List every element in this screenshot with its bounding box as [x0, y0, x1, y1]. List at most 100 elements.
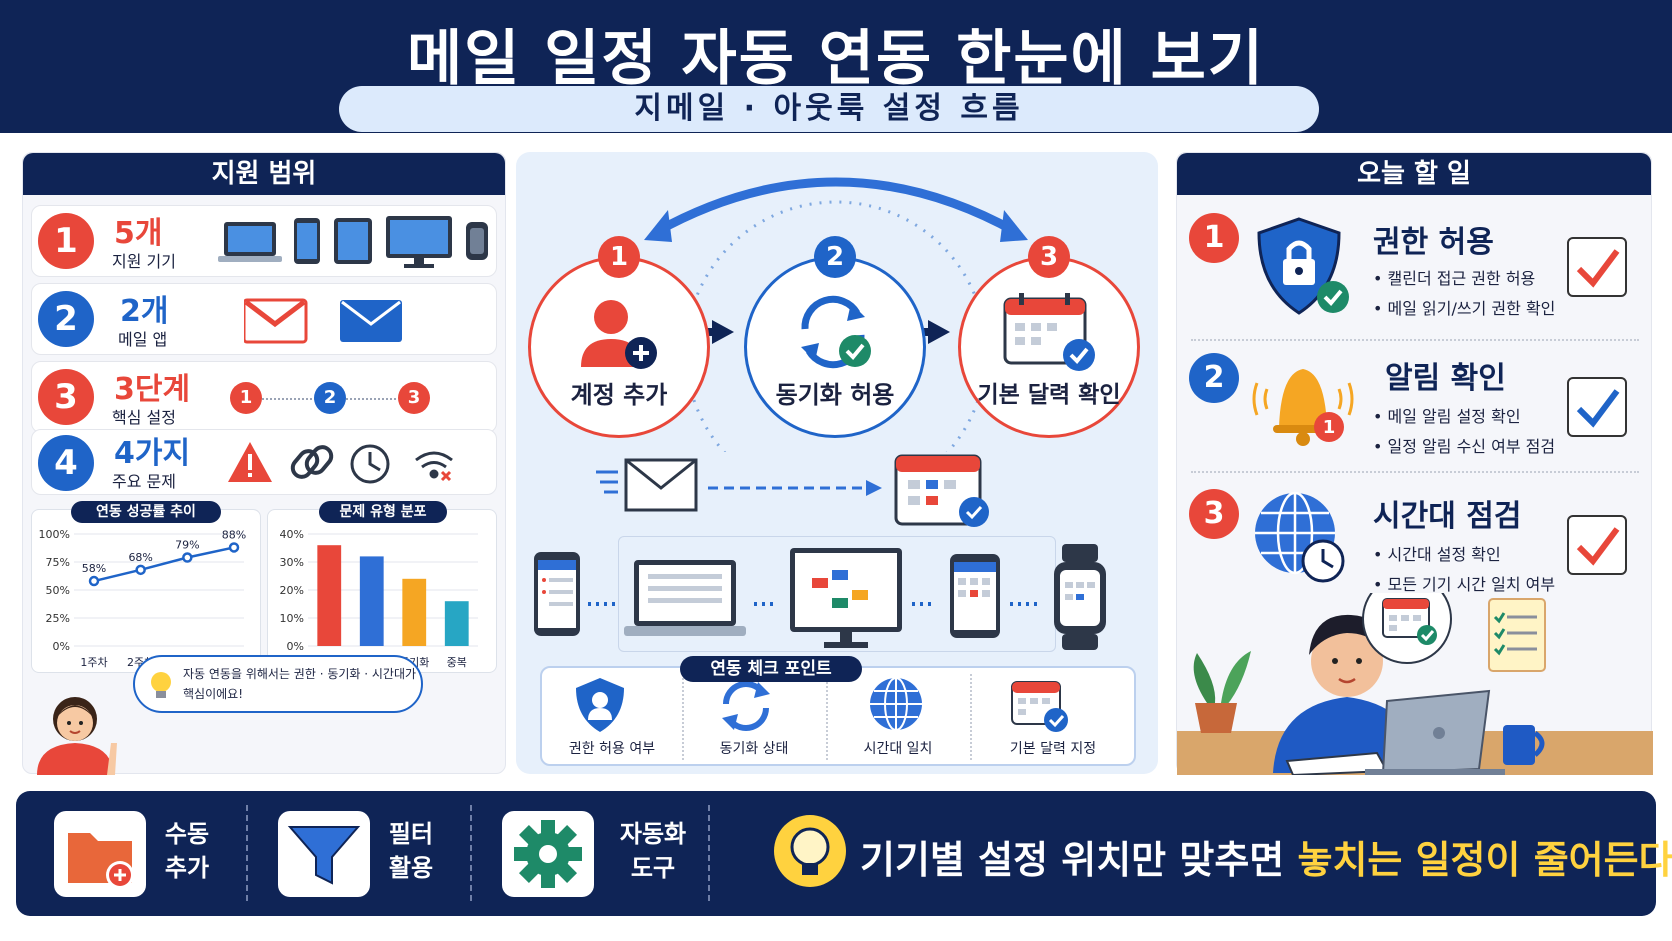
footer-separator: [470, 805, 472, 901]
scope-value: 2개: [120, 294, 169, 329]
calendar-bubble-icon: [1362, 593, 1452, 664]
folder-add-icon: [68, 833, 134, 889]
checkpoint-label: 권한 허용 여부: [568, 741, 656, 757]
page-title: 메일 일정 자동 연동 한눈에 보기: [406, 24, 1266, 94]
shield-user-icon: [576, 678, 624, 732]
task-bullet: • 모든 기기 시간 일치 여부: [1373, 575, 1556, 594]
step-number: 3: [1028, 236, 1070, 278]
flow-arrow-1: [702, 320, 734, 344]
scope-row-issues: 4 4가지 주요 문제: [31, 429, 497, 495]
scope-badge: 3: [38, 369, 94, 425]
scope-value: 5개: [114, 216, 163, 251]
checkmark-icon: [1576, 249, 1620, 288]
task-checkbox[interactable]: [1567, 515, 1627, 575]
mail-app-icons: [244, 298, 402, 344]
clock-icon: [350, 444, 390, 484]
todo-panel: 오늘 할 일 1 권한 허용 • 캘린더 접근 권한 허용 • 메일 읽기/쓰기…: [1176, 152, 1653, 775]
watch-icon: [466, 222, 488, 260]
task-checkbox[interactable]: [1567, 377, 1627, 437]
watch-icon: [1054, 544, 1106, 650]
checkpoint-box: 권한 허용 여부 동기화 상태 시간대 일치 기본 달력 지정: [540, 666, 1136, 766]
task-checkbox[interactable]: [1567, 237, 1627, 297]
footer-separator: [708, 805, 710, 901]
globe-clock-icon: [1255, 491, 1345, 583]
laptop-icon: [218, 222, 282, 262]
bar: [402, 578, 427, 646]
y-tick-label: 25%: [46, 612, 70, 625]
outlook-envelope-icon: [340, 300, 402, 342]
checkpoint-label: 기본 달력 지정: [1009, 741, 1097, 757]
data-label: 79%: [175, 539, 199, 552]
synced-devices: [534, 544, 1106, 650]
filter-funnel-icon: [287, 826, 361, 885]
footer-message-highlight: 놓치는 일정이 줄어든다: [1297, 838, 1672, 882]
todo-title: 오늘 할 일: [1177, 153, 1651, 195]
step-label: 동기화 허용: [775, 381, 895, 409]
task-title: 알림 확인: [1385, 361, 1506, 396]
scope-value: 4가지: [114, 436, 191, 471]
calendar-icon: [894, 454, 989, 527]
y-tick-label: 40%: [280, 528, 304, 541]
task-bullet: • 메일 알림 설정 확인: [1373, 407, 1521, 426]
link-icon: [290, 445, 334, 479]
bar-chart-title: 문제 유형 분포: [319, 501, 447, 523]
automation-tile[interactable]: [502, 811, 594, 897]
wifi-off-icon: [415, 451, 453, 482]
task-number: 3: [1189, 489, 1239, 539]
task-title: 시간대 점검: [1373, 499, 1522, 534]
y-tick-label: 20%: [280, 584, 304, 597]
flow-arrow-2: [918, 320, 950, 344]
mini-step-3: 3: [398, 382, 430, 414]
x-tick-label: 중복: [447, 656, 467, 669]
task-number: 2: [1189, 353, 1239, 403]
manual-add-tile[interactable]: [54, 811, 146, 897]
svg-text:1: 1: [1323, 417, 1336, 438]
phone-icon: [950, 554, 1000, 638]
line-chart-title: 연동 성공률 추이: [71, 501, 221, 523]
checkmark-icon: [1576, 389, 1620, 428]
bar: [444, 601, 469, 646]
tablet-icon: [334, 218, 372, 264]
scope-row-devices: 1 5개 지원 기기: [31, 205, 497, 277]
gmail-envelope-icon: [244, 298, 308, 344]
arrow-right-head: [1000, 210, 1028, 242]
sync-icon: [722, 681, 770, 731]
x-tick-label: 1주차: [80, 656, 107, 669]
phone-icon: [294, 218, 320, 264]
task-bullet: • 일정 알림 수신 여부 점검: [1373, 437, 1556, 456]
lightbulb-icon: [774, 815, 846, 887]
scope-row-mail-apps: 2 2개 메일 앱: [31, 283, 497, 355]
task-bullet: • 시간대 설정 확인: [1373, 545, 1501, 564]
sync-icon: [801, 295, 871, 369]
data-point: [135, 564, 146, 576]
plant-icon: [1193, 651, 1251, 733]
mug-icon: [1503, 725, 1545, 765]
y-tick-label: 0%: [53, 640, 70, 653]
data-point: [228, 542, 240, 553]
y-tick-label: 30%: [280, 556, 304, 569]
filter-tile[interactable]: [278, 811, 370, 897]
monitor-icon: [386, 216, 452, 268]
step-number: 1: [598, 236, 640, 278]
checkmark-icon: [1576, 527, 1620, 566]
shield-lock-icon: [1257, 217, 1349, 315]
scope-badge: 4: [38, 435, 94, 491]
step-number: 2: [814, 236, 856, 278]
footer-separator: [246, 805, 248, 901]
task-bullet: • 메일 읽기/쓰기 권한 확인: [1373, 299, 1556, 318]
tip-text: 자동 연동을 위해서는 권한 · 동기화 · 시간대가 핵심이에요!: [183, 667, 417, 701]
page-subtitle: 지메일 · 아웃룩 설정 흐름: [339, 86, 1319, 132]
task-divider: [1191, 471, 1639, 473]
tip-bubble: 자동 연동을 위해서는 권한 · 동기화 · 시간대가 핵심이에요!: [133, 655, 423, 713]
task-divider: [1191, 339, 1639, 341]
bar: [317, 545, 342, 646]
issue-type-chart: 0%10%20%30%40%권한시간대동기화중복: [267, 509, 497, 673]
laptop-icon: [624, 560, 746, 636]
scope-label: 메일 앱: [118, 330, 168, 349]
step-add-account: 계정 추가: [528, 256, 710, 438]
task-number: 1: [1189, 213, 1239, 263]
